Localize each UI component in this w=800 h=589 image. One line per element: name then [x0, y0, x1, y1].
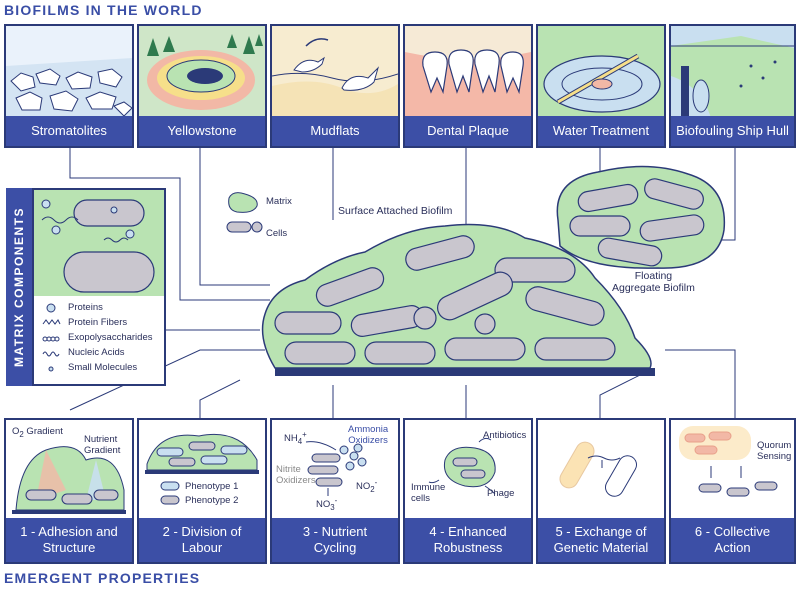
quorum-sensing-label: Quorum Sensing [757, 440, 792, 462]
legend-exopolysaccharides: Exopolysaccharides [68, 332, 153, 343]
nh4-text: NH [284, 433, 298, 445]
panel-biofouling-ship-hull: Biofouling Ship Hull [669, 24, 796, 148]
ammonia-oxidizers-label: Ammonia Oxidizers [348, 424, 389, 446]
no2-sup: - [374, 478, 378, 487]
label-nutrient-cycling: 3 - Nutrient Cycling [272, 518, 398, 562]
o2-rest: Gradient [23, 426, 63, 437]
no2-label: NO2- [356, 478, 377, 494]
nutrient-gradient-label: Nutrient Gradient [84, 434, 121, 456]
panel-mudflats: Mudflats [270, 24, 400, 148]
no3-label: NO3- [316, 496, 337, 512]
no3-text: NO [316, 499, 331, 511]
no2-sub: 2 [370, 485, 375, 495]
panel-stromatolites: Stromatolites [4, 24, 134, 148]
panel-collective-action: Quorum Sensing 6 - Collective Action [669, 418, 796, 564]
phenotype-1-label: Phenotype 1 [185, 481, 239, 492]
surface-biofilm-illustration [261, 223, 655, 376]
label-adhesion-structure: 1 - Adhesion and Structure [6, 518, 132, 562]
matrix-components-side-label: MATRIX COMPONENTS [6, 188, 32, 386]
panel-matrix-components: Proteins Protein Fibers Exopolysaccharid… [32, 188, 166, 386]
immune-cells-label: Immune cells [411, 482, 446, 504]
label-mudflats: Mudflats [272, 116, 398, 146]
panel-water-treatment: Water Treatment [536, 24, 666, 148]
legend-proteins: Proteins [68, 302, 103, 313]
yellowstone-illustration [139, 26, 265, 118]
o2-sub: 2 [19, 429, 24, 439]
stromatolites-illustration [6, 26, 132, 118]
nh4-sup: + [302, 430, 307, 439]
matrix-zoom-illustration [34, 190, 164, 296]
label-division-of-labour: 2 - Division of Labour [139, 518, 265, 562]
nutrient-cycling-illustration [305, 441, 367, 496]
phenotype-2-label: Phenotype 2 [185, 495, 239, 506]
exchange-illustration [559, 441, 637, 497]
floating-biofilm-illustration [556, 165, 726, 269]
label-exchange-genetic: 5 - Exchange of Genetic Material [538, 518, 664, 562]
panel-division-of-labour: Phenotype 1 Phenotype 2 2 - Division of … [137, 418, 267, 564]
division-illustration [145, 433, 259, 505]
title-biofilms-in-world: BIOFILMS IN THE WORLD [4, 2, 203, 18]
panel-yellowstone: Yellowstone [137, 24, 267, 148]
legend-nucleic-acids: Nucleic Acids [68, 347, 125, 358]
robustness-illustration [428, 437, 496, 495]
biofouling-illustration [671, 26, 794, 118]
phage-label: Phage [487, 488, 515, 499]
legend-protein-fibers: Protein Fibers [68, 317, 128, 328]
panel-enhanced-robustness: Antibiotics Immune cells Phage 4 - Enhan… [403, 418, 533, 564]
dental-plaque-illustration [405, 26, 531, 118]
mudflats-illustration [272, 26, 398, 118]
o2-text: O [12, 426, 20, 437]
matrix-components-title: MATRIX COMPONENTS [12, 207, 26, 367]
title-emergent-properties: EMERGENT PROPERTIES [4, 570, 201, 586]
legend-small-molecules: Small Molecules [68, 362, 138, 373]
matrix-legend-icons [42, 303, 61, 372]
label-collective-action: 6 - Collective Action [671, 518, 794, 562]
panel-exchange-genetic: 5 - Exchange of Genetic Material [536, 418, 666, 564]
label-dental-plaque: Dental Plaque [405, 116, 531, 146]
surface-biofilm-label: Surface Attached Biofilm [338, 205, 453, 217]
water-treatment-illustration [538, 26, 664, 118]
collective-illustration [679, 426, 778, 497]
center-legend-icons [226, 192, 263, 233]
label-enhanced-robustness: 4 - Enhanced Robustness [405, 518, 531, 562]
no3-sup: - [334, 496, 338, 505]
label-yellowstone: Yellowstone [139, 116, 265, 146]
antibiotics-label: Antibiotics [483, 430, 527, 441]
label-water-treatment: Water Treatment [538, 116, 664, 146]
panel-nutrient-cycling: NH4+ Ammonia Oxidizers Nitrite Oxidizers… [270, 418, 400, 564]
nh4-sub: 4 [297, 437, 303, 447]
o2-gradient-label: O2 Gradient [12, 426, 63, 439]
floating-biofilm-label: Floating Aggregate Biofilm [612, 270, 695, 294]
label-stromatolites: Stromatolites [6, 116, 132, 146]
panel-adhesion-structure: O2 Gradient Nutrient Gradient 1 - Adhesi… [4, 418, 134, 564]
legend-cells-label: Cells [266, 228, 288, 239]
no2-text: NO [356, 481, 371, 493]
label-biofouling-ship-hull: Biofouling Ship Hull [671, 116, 794, 146]
no3-sub: 3 [330, 503, 335, 513]
nitrite-oxidizers-label: Nitrite Oxidizers [276, 464, 316, 486]
nh4-label: NH4+ [284, 430, 307, 446]
adhesion-illustration [12, 446, 126, 514]
legend-matrix-label: Matrix [266, 196, 292, 207]
panel-dental-plaque: Dental Plaque [403, 24, 533, 148]
